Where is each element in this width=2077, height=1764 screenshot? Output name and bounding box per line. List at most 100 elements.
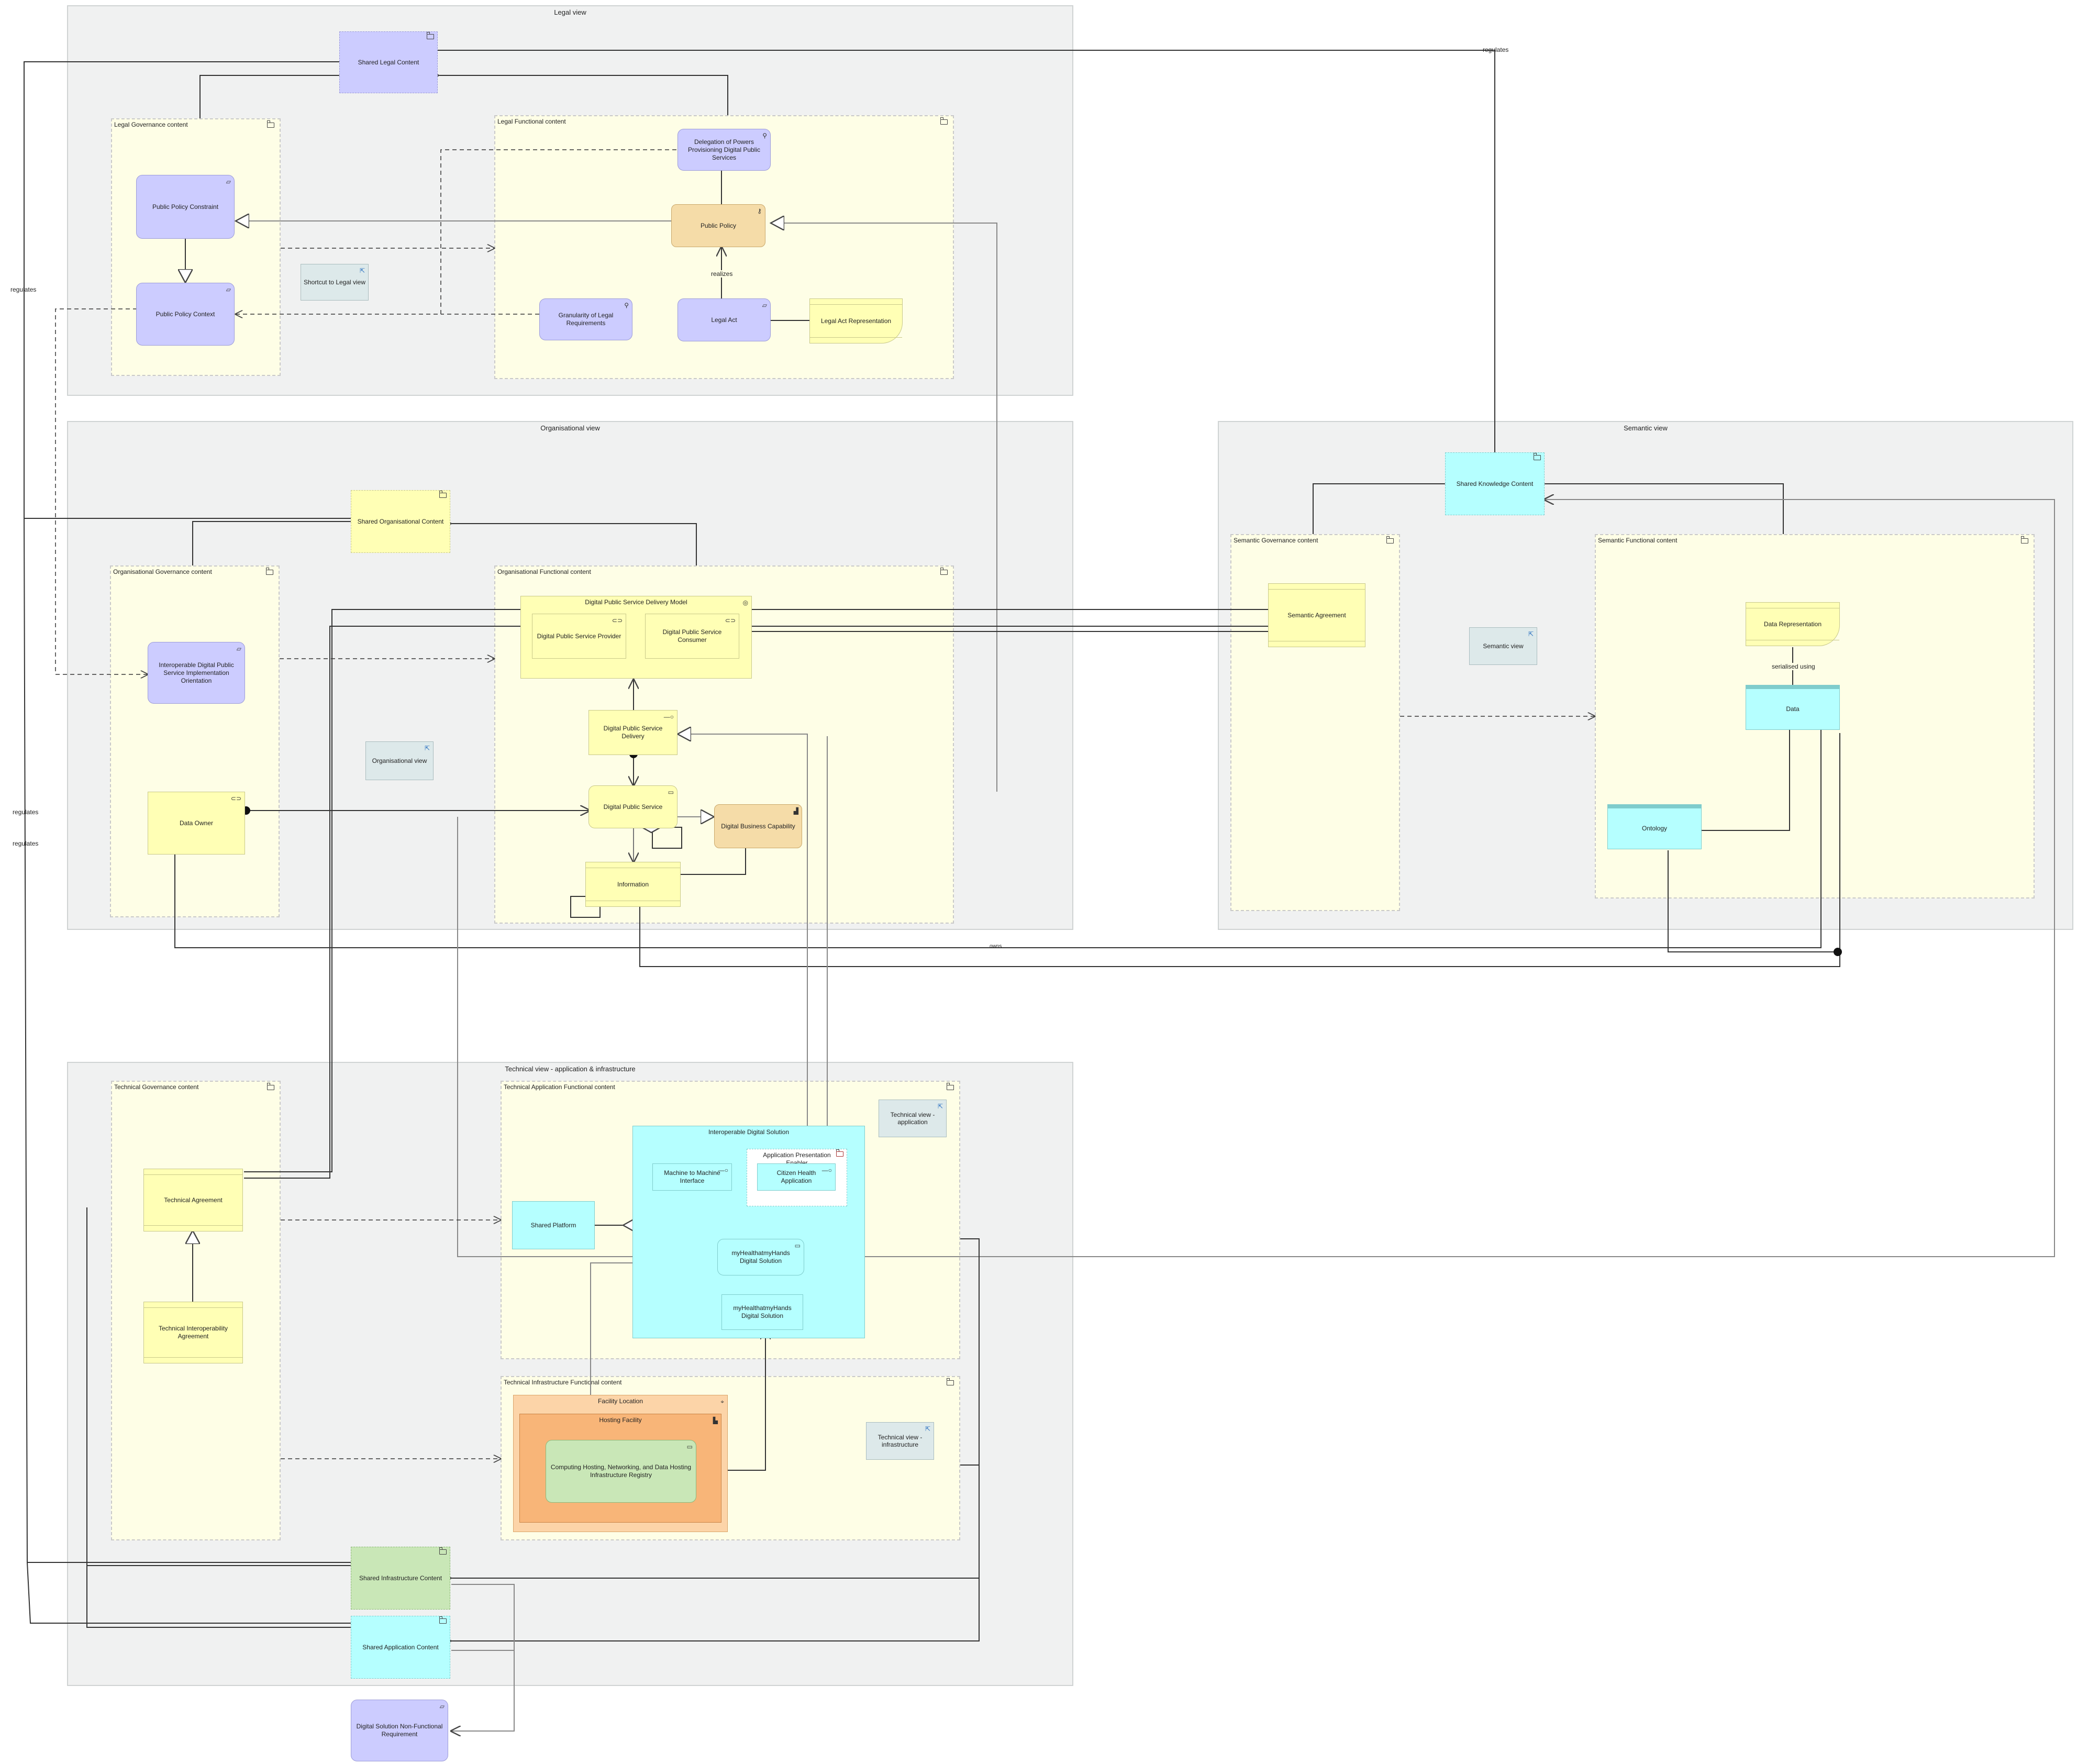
ontology[interactable]: Ontology	[1607, 804, 1702, 849]
data-owner[interactable]: ⊂⊃ Data Owner	[148, 792, 245, 855]
digital-business-capability[interactable]: ▟ Digital Business Capability	[714, 804, 802, 848]
machine-to-machine-interface[interactable]: —○ Machine to Machine Interface	[652, 1163, 732, 1191]
folder-icon	[940, 568, 948, 575]
node-label: Digital Solution Non-Functional Requirem…	[356, 1723, 443, 1738]
wire-semantic-agreement-tech	[244, 626, 1268, 1179]
constraint-icon: ▱	[226, 178, 231, 185]
technical-view-application-reference[interactable]: ⇱ Technical view - application	[879, 1100, 947, 1137]
folder-icon	[1534, 453, 1541, 460]
information[interactable]: Information	[585, 862, 681, 907]
granularity-of-legal-requirements[interactable]: ⚲ Granularity of Legal Requirements	[539, 298, 632, 340]
folder-icon	[2021, 536, 2028, 543]
digital-public-service-delivery[interactable]: —○ Digital Public Service Delivery	[588, 710, 677, 755]
wire-sem-gov-to-shared	[1313, 484, 1445, 534]
location-pin-icon: ⌖	[720, 1398, 724, 1405]
organisational-view-reference[interactable]: ⇱ Organisational view	[365, 741, 434, 780]
role-icon: ⊂⊃	[230, 795, 241, 802]
digital-public-service-consumer[interactable]: ⊂⊃ Digital Public Service Consumer	[645, 614, 739, 659]
wire-interop-to-delivery	[677, 734, 808, 1126]
node-label: Technical Interoperability Agreement	[158, 1325, 228, 1340]
wire-infra-func-to-app-shared	[451, 1465, 980, 1641]
node-label: Technical view - application	[890, 1111, 935, 1126]
collaboration-icon: ◎	[742, 599, 748, 606]
wire-sem-func-to-shared	[1545, 484, 1784, 534]
requirement-icon: ⚲	[762, 132, 767, 139]
view-reference-icon: ⇱	[424, 745, 430, 752]
legal-act[interactable]: ▱ Legal Act	[677, 298, 771, 341]
shared-platform[interactable]: Shared Platform	[512, 1201, 595, 1249]
public-policy-context[interactable]: ▱ Public Policy Context	[136, 283, 235, 346]
shared-knowledge-content[interactable]: Shared Knowledge Content	[1445, 452, 1545, 515]
wire-dataowner-owns	[174, 714, 1821, 948]
facility-icon: ▙	[713, 1417, 718, 1424]
wire-publicpolicy-to-service	[771, 223, 997, 792]
org-governance-folder[interactable]: Organisational Governance content	[110, 565, 280, 917]
folder-title: Semantic Governance content	[1234, 537, 1318, 544]
node-label: Shared Knowledge Content	[1456, 480, 1534, 487]
folder-icon	[427, 32, 434, 39]
legal-act-representation[interactable]: Legal Act Representation	[809, 298, 903, 343]
delegation-of-powers[interactable]: ⚲ Delegation of Powers Provisioning Digi…	[677, 129, 771, 171]
constraint-icon: ▱	[439, 1703, 445, 1710]
shared-legal-content[interactable]: Shared Legal Content	[339, 31, 438, 93]
folder-icon	[1386, 536, 1394, 543]
wire-shared-legal-regulates	[438, 50, 1495, 452]
technical-agreement[interactable]: Technical Agreement	[143, 1169, 243, 1232]
node-label: Shortcut to Legal view	[303, 279, 366, 286]
digital-solution-non-functional-requirement[interactable]: ▱ Digital Solution Non-Functional Requir…	[351, 1700, 448, 1761]
edge-label-serialised-using: serialised using	[1772, 663, 1815, 670]
semantic-view-reference[interactable]: ⇱ Semantic view	[1469, 627, 1537, 665]
folder-icon	[439, 1616, 447, 1624]
view-reference-icon: ⇱	[925, 1425, 930, 1433]
service-icon: ▭	[668, 789, 674, 796]
data[interactable]: Data	[1746, 685, 1840, 730]
node-label: Legal Act Representation	[820, 317, 892, 325]
node-label: Computing Hosting, Networking, and Data …	[550, 1463, 692, 1479]
public-policy-constraint[interactable]: ▱ Public Policy Constraint	[136, 175, 235, 239]
organisational-view-title: Organisational view	[540, 424, 600, 432]
node-label: Facility Location	[597, 1397, 643, 1405]
computing-hosting-registry[interactable]: ▭ Computing Hosting, Networking, and Dat…	[546, 1440, 696, 1503]
service-icon: ▭	[794, 1242, 801, 1249]
node-label: Digital Public Service Provider	[537, 632, 621, 640]
node-label: Digital Public Service	[603, 803, 663, 811]
data-representation[interactable]: Data Representation	[1746, 602, 1840, 646]
wire-info-to-data	[639, 733, 1840, 967]
node-label: Data Representation	[1763, 620, 1822, 628]
public-policy[interactable]: ⚷ Public Policy	[671, 204, 765, 247]
interoperable-orientation[interactable]: ▱ Interoperable Digital Public Service I…	[148, 642, 245, 704]
node-label: Citizen Health Application	[776, 1169, 816, 1184]
wire-legal-gov-to-shared	[199, 75, 339, 118]
shared-organisational-content[interactable]: Shared Organisational Content	[351, 490, 450, 553]
technical-interoperability-agreement[interactable]: Technical Interoperability Agreement	[143, 1302, 243, 1363]
shortcut-to-legal-view[interactable]: ⇱ Shortcut to Legal view	[301, 264, 369, 301]
wire-org-gov-to-shared	[192, 522, 351, 565]
wire-tech-gov-to-infra	[86, 1207, 351, 1566]
edge-label-owns: owns	[990, 944, 1002, 949]
interface-icon: —○	[718, 1167, 728, 1174]
technical-view-infrastructure-reference[interactable]: ⇱ Technical view - infrastructure	[866, 1422, 934, 1460]
node-label: myHealthatmyHands Digital Solution	[733, 1304, 792, 1319]
node-label: Granularity of Legal Requirements	[558, 312, 614, 327]
view-reference-icon: ⇱	[937, 1103, 943, 1110]
node-label: Public Policy	[700, 221, 737, 229]
myhealthatmyhands-digital-solution-service[interactable]: ▭ myHealthatmyHands Digital Solution	[717, 1239, 804, 1275]
wire-service-semantic-loop	[457, 500, 2055, 1257]
digital-public-service-provider[interactable]: ⊂⊃ Digital Public Service Provider	[532, 614, 626, 659]
constraint-icon: ▱	[236, 645, 241, 652]
folder-title: Technical Application Functional content	[504, 1083, 615, 1091]
constraint-icon: ▱	[762, 302, 767, 309]
citizen-health-application[interactable]: —○ Citizen Health Application	[757, 1163, 836, 1191]
semantic-agreement[interactable]: Semantic Agreement	[1268, 583, 1365, 647]
service-icon: ▭	[686, 1443, 693, 1450]
myhealthatmyhands-digital-solution-component[interactable]: myHealthatmyHands Digital Solution	[721, 1294, 803, 1330]
node-label: Ontology	[1641, 825, 1668, 832]
constraint-icon: ▱	[226, 286, 231, 293]
technical-view-title: Technical view - application & infrastru…	[505, 1065, 636, 1073]
shared-infrastructure-content[interactable]: Shared Infrastructure Content	[351, 1547, 450, 1610]
shared-application-content[interactable]: Shared Application Content	[351, 1616, 450, 1679]
capability-icon: ▟	[793, 807, 798, 815]
node-label: Semantic Agreement	[1287, 611, 1346, 619]
digital-public-service[interactable]: ▭ Digital Public Service	[588, 785, 677, 828]
wire-service-self	[652, 827, 682, 849]
